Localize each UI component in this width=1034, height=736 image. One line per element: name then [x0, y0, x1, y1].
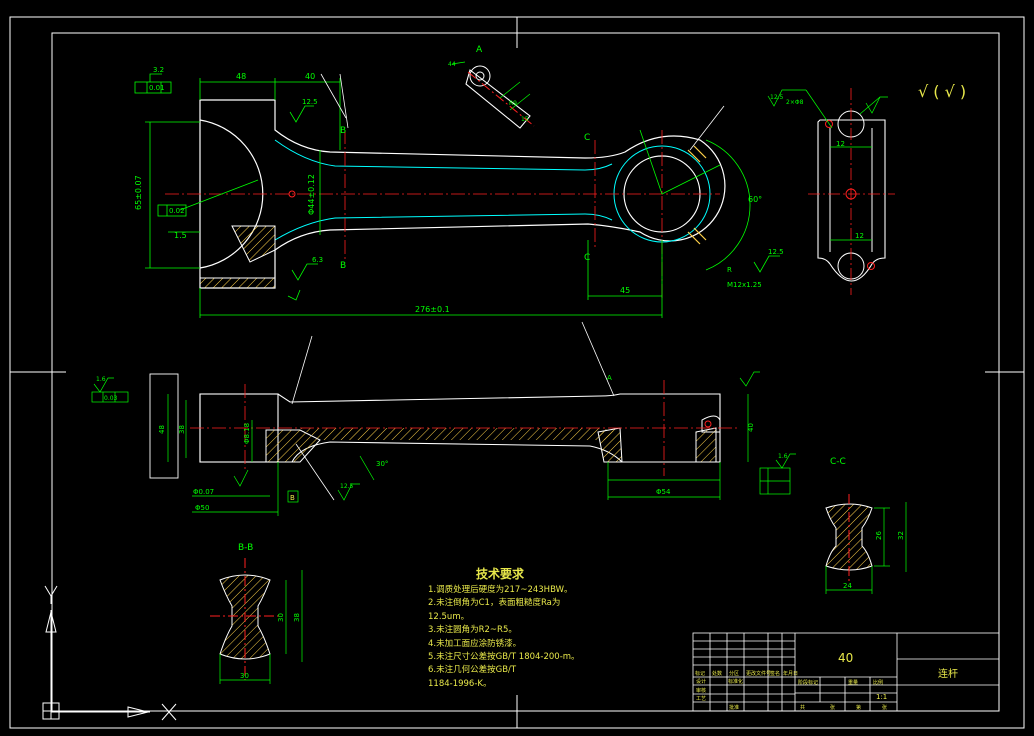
side-datum: B: [290, 494, 295, 502]
title-mid-label-1: 阶段标记: [798, 679, 818, 686]
side-view: 48 38 Φ8.18 40 Φ0.07 Φ50 Φ54 30° 0.03 1.…: [91, 321, 796, 516]
ucs-icon: [42, 585, 177, 721]
title-mid-label-3: 比例: [873, 679, 883, 686]
tech-req-item: 4.未加工面应涂防锈漆。: [428, 638, 522, 649]
title-bottom-label-1: 共: [800, 704, 805, 711]
title-row-label-6: 年月日: [783, 670, 798, 677]
dim-overall-length: 276±0.1: [415, 305, 450, 314]
side-dim-bottom-3: Φ54: [656, 488, 671, 496]
right-rough: 12.5: [770, 94, 784, 101]
title-left-label-1: 设计: [696, 678, 706, 685]
section-b-bottom: B: [340, 261, 346, 271]
detail-a-dim-3: 15: [521, 116, 529, 123]
title-row-label-4: 更改文件号: [746, 670, 771, 677]
section-cc-dim-3: 24: [843, 582, 852, 590]
section-bb-label: B-B: [238, 543, 253, 553]
front-view: 48 40 65±0.07 Φ44±0.12 1.5 276±0.1 45 0.…: [134, 66, 784, 318]
section-c-bottom: C: [584, 253, 590, 263]
section-bb-dim-1: 30: [277, 613, 285, 622]
right-view: 12 12 2×Φ8 12.5: [767, 88, 895, 295]
web-edge-bottom: [274, 213, 613, 241]
tech-req-title: 技术要求: [476, 567, 525, 581]
title-left-label-5: 批准: [729, 704, 739, 711]
right-dim-2: 12: [855, 232, 864, 240]
tech-req-item: 6.未注几何公差按GB/T: [428, 665, 517, 676]
side-dim-bore: Φ8.18: [243, 423, 251, 444]
side-rough-1: 1.6: [96, 376, 106, 383]
section-c-top: C: [584, 133, 590, 143]
surface-finish-symbol: √ ( √ ): [918, 82, 966, 101]
side-dim-left-height: 48: [158, 425, 166, 434]
hatch-section: [231, 225, 276, 263]
section-cc: C-C 26 32 24: [825, 457, 907, 594]
section-bb-dim-2: 38: [293, 613, 301, 622]
hatch-bottom: [199, 277, 276, 289]
side-dim-bottom-1: Φ0.07: [193, 488, 214, 496]
title-row-label-3: 分区: [729, 670, 739, 677]
title-row-label-2: 处数: [712, 670, 722, 677]
dim-thread: M12x1.25: [727, 281, 762, 289]
title-block: [692, 632, 1000, 712]
connecting-rod-outline: [199, 99, 726, 289]
tol-flat: 0.02: [169, 207, 185, 215]
title-mid-label-2: 重量: [848, 679, 858, 686]
title-bottom-label-3: 第: [856, 704, 861, 711]
detail-a-dim-1: 44: [448, 61, 456, 68]
title-row-label-5: 签名: [770, 670, 780, 677]
tech-req-item: 1.调质处理后硬度为217~243HBW。: [428, 585, 573, 595]
title-left-label-3: 审核: [696, 687, 706, 694]
web-edge-top: [274, 139, 613, 171]
detail-a-label: A: [476, 45, 483, 55]
section-bb: B-B 30 38 30: [210, 543, 303, 684]
section-b-top: B: [340, 126, 346, 136]
section-cc-dim-2: 32: [897, 531, 905, 540]
title-bottom-label-4: 张: [882, 704, 887, 711]
side-dim-angle: 30°: [376, 460, 388, 468]
title-left-label-4: 工艺: [696, 696, 706, 702]
side-marker: A: [607, 374, 612, 382]
side-dim-right-height: 40: [747, 423, 755, 432]
tech-req-item: 5.未注尺寸公差按GB/T 1804-200-m。: [428, 652, 580, 663]
title-scale: 1:1: [876, 693, 887, 701]
side-rough-2: 12.5: [340, 483, 354, 490]
tech-req-item: 3.未注圆角为R2~R5。: [428, 625, 517, 636]
dim-chamfer: 1.5: [174, 231, 187, 240]
pin-hole: [288, 190, 296, 198]
technical-requirements: 技术要求 1.调质处理后硬度为217~243HBW。 2.未注倒角为C1，表面粗…: [428, 566, 618, 691]
dim-bore-small: Φ44±0.12: [307, 174, 316, 215]
detail-a-dim-2: R9: [509, 100, 517, 107]
title-material: 40: [838, 651, 853, 665]
section-cc-label: C-C: [830, 457, 846, 467]
side-rough-3: 1.6: [778, 453, 788, 460]
title-row-label-1: 标记: [695, 670, 705, 677]
dim-crank-width: 48: [236, 72, 246, 81]
detail-a-view: A 44 R9 15: [448, 45, 535, 129]
side-dim-left-inner: 38: [178, 425, 186, 434]
section-cc-dim-1: 26: [875, 531, 883, 540]
right-dim-holes: 2×Φ8: [786, 99, 804, 106]
section-bb-dim-3: 30: [240, 672, 249, 680]
drawing-frame: [9, 16, 1025, 729]
dim-angle: 60°: [748, 195, 762, 204]
tech-req-item: 2.未注倒角为C1，表面粗糙度Ra为: [428, 598, 561, 609]
tech-req-item: 12.5um。: [428, 611, 470, 622]
side-dim-bottom-2: Φ50: [195, 504, 209, 512]
dim-small-r: R: [727, 266, 732, 274]
dim-bore-big: 65±0.07: [134, 175, 143, 210]
tol-parallel: 0.01: [149, 84, 165, 92]
rough-4: 12.5: [768, 248, 784, 256]
rough-1: 3.2: [153, 66, 164, 74]
rough-3: 6.3: [312, 256, 323, 264]
title-left-label-2: 标准化: [728, 678, 743, 685]
dim-small-end-dist: 45: [620, 286, 630, 295]
right-dim-1: 12: [836, 140, 845, 148]
title-part-name: 连杆: [938, 667, 958, 680]
dim-crank-offset: 40: [305, 72, 315, 81]
tech-req-item: 1184-1996-K。: [428, 678, 492, 689]
title-bottom-label-2: 张: [830, 704, 835, 711]
side-tol: 0.03: [104, 395, 118, 402]
rough-2: 12.5: [302, 98, 318, 106]
